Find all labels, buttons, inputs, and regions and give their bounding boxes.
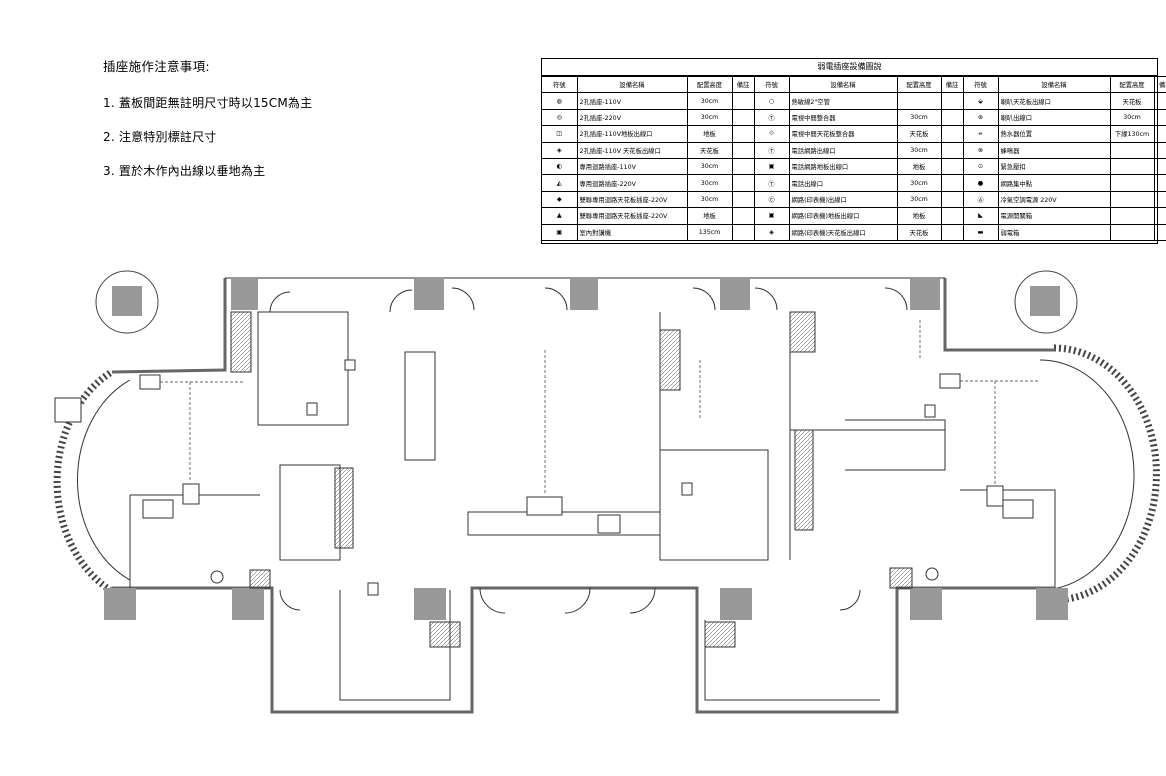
note-item-2: 2. 注意特別標註尺寸 bbox=[103, 130, 217, 144]
column bbox=[231, 278, 258, 310]
cabinet bbox=[794, 429, 814, 531]
toilet bbox=[210, 570, 224, 584]
column bbox=[910, 278, 940, 310]
construction-notes: 插座施作注意事項: 1. 蓋板間距無註明尺寸時以15CM為主 2. 注意特別標註… bbox=[103, 56, 433, 196]
cabinet bbox=[429, 621, 461, 648]
room-right-lower bbox=[960, 489, 1056, 588]
inner-arc-right bbox=[1039, 359, 1135, 591]
column bbox=[104, 588, 136, 620]
door-swing bbox=[692, 287, 716, 311]
door-swing bbox=[544, 287, 568, 311]
column bbox=[910, 588, 942, 620]
kitchen-right bbox=[845, 419, 946, 471]
column-circle-right bbox=[1014, 270, 1078, 334]
column bbox=[1030, 286, 1060, 316]
column bbox=[414, 588, 446, 620]
outlet-box bbox=[139, 374, 161, 390]
legend-symbol-icon: ▬ bbox=[962, 223, 999, 241]
note-item-1: 1. 蓋板間距無註明尺寸時以15CM為主 bbox=[103, 96, 313, 110]
column bbox=[112, 286, 142, 316]
toilet bbox=[925, 567, 939, 581]
door-swing bbox=[451, 287, 475, 311]
door-swing bbox=[269, 291, 291, 313]
outlet-box bbox=[681, 482, 693, 496]
column bbox=[720, 278, 750, 310]
door-swing bbox=[884, 287, 908, 311]
counter-center bbox=[467, 511, 661, 536]
door-swing bbox=[279, 589, 301, 611]
cabinet bbox=[334, 467, 354, 549]
outlet-box bbox=[924, 404, 936, 418]
column bbox=[414, 278, 444, 310]
note-item-3: 3. 置於木作內出線以垂地為主 bbox=[103, 164, 266, 178]
room-center-right bbox=[659, 312, 769, 561]
wiring-line bbox=[160, 320, 1040, 495]
legend-table: 弱電插座設備圖說 符號 設備名稱 配置高度 備註 符號 設備名稱 配置高度 備註… bbox=[541, 58, 1166, 244]
outlet-box bbox=[367, 582, 379, 596]
room-left-lower bbox=[129, 494, 260, 588]
legend-title: 弱電插座設備圖說 bbox=[542, 59, 1157, 76]
legend-remark bbox=[1153, 223, 1166, 241]
outer-walls bbox=[111, 278, 1055, 714]
room-bath-left bbox=[279, 464, 341, 561]
column bbox=[720, 588, 752, 620]
outlet-box bbox=[939, 373, 961, 389]
column bbox=[570, 278, 598, 310]
cabinet bbox=[704, 621, 736, 648]
cabinet bbox=[249, 569, 271, 589]
column bbox=[232, 588, 264, 620]
cabinet bbox=[889, 567, 913, 589]
outlet-box bbox=[54, 397, 82, 423]
curved-facade-right bbox=[1053, 344, 1160, 604]
column bbox=[1036, 588, 1068, 620]
door-swing bbox=[839, 589, 861, 611]
room-right bbox=[789, 312, 945, 560]
legend-grid: 符號 設備名稱 配置高度 備註 符號 設備名稱 配置高度 備註 符號 設備名稱 … bbox=[542, 75, 1166, 241]
cabinet bbox=[789, 311, 816, 353]
room-top-left bbox=[257, 311, 349, 426]
outlet-box bbox=[597, 514, 621, 534]
island-center bbox=[404, 351, 436, 461]
outlet-box bbox=[182, 483, 200, 505]
sink bbox=[1002, 499, 1034, 519]
outlet-box bbox=[986, 485, 1004, 507]
outlet-box bbox=[344, 359, 356, 371]
cabinet bbox=[230, 311, 252, 373]
curved-facade-left bbox=[53, 370, 112, 593]
sink bbox=[142, 499, 174, 519]
outlet-box bbox=[306, 402, 318, 416]
door-swing bbox=[389, 289, 413, 313]
door-swing bbox=[564, 587, 591, 614]
door-swing bbox=[479, 587, 506, 614]
cabinet bbox=[659, 329, 681, 391]
door-swing bbox=[629, 587, 656, 614]
outlet-box bbox=[526, 496, 563, 516]
notes-title: 插座施作注意事項: bbox=[103, 59, 210, 74]
inner-arc-left bbox=[77, 379, 131, 581]
door-swing bbox=[754, 287, 778, 311]
column-circle-left bbox=[95, 270, 159, 334]
